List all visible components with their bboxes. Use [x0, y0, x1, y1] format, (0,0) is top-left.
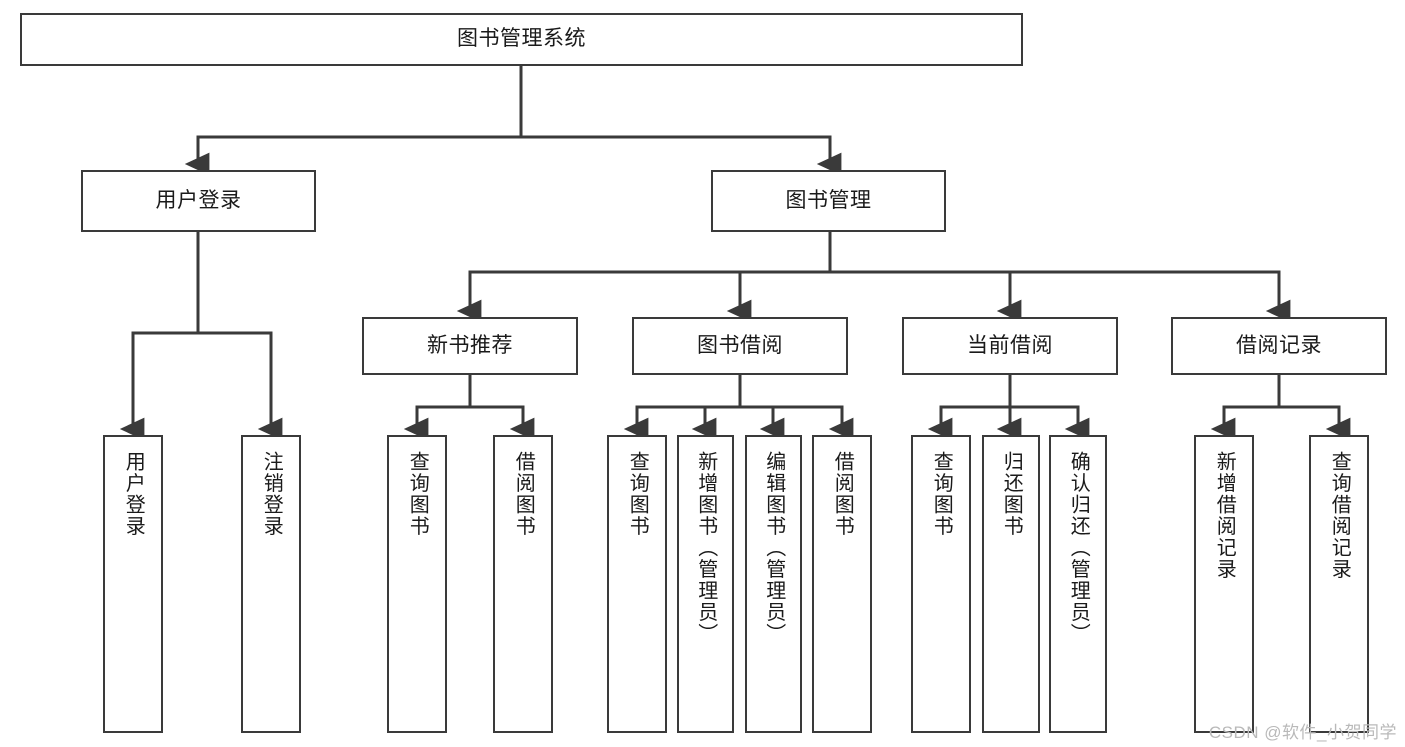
leaf-user-login-label: 用户登录	[122, 451, 145, 537]
leaf-user-login[interactable]: 用户登录	[103, 435, 163, 733]
leaf-add-borrow-record[interactable]: 新增借阅记录	[1194, 435, 1254, 733]
leaf-query-book-current-label: 查询图书	[930, 451, 953, 537]
leaf-borrow-book-borrow-label: 借阅图书	[831, 451, 854, 537]
leaf-user-logout-label: 注销登录	[260, 451, 283, 537]
leaf-query-book-borrow[interactable]: 查询图书	[607, 435, 667, 733]
node-new-book-recommend[interactable]: 新书推荐	[362, 317, 578, 375]
leaf-borrow-book-newbook-label: 借阅图书	[512, 451, 535, 537]
node-user-login-label: 用户登录	[155, 188, 242, 212]
node-current-borrow[interactable]: 当前借阅	[902, 317, 1118, 375]
leaf-query-book-newbook-label: 查询图书	[406, 451, 429, 537]
leaf-query-book-borrow-label: 查询图书	[626, 451, 649, 537]
node-user-login[interactable]: 用户登录	[81, 170, 316, 232]
node-book-management-label: 图书管理	[785, 188, 872, 212]
node-book-management[interactable]: 图书管理	[711, 170, 946, 232]
leaf-query-borrow-record-label: 查询借阅记录	[1328, 451, 1351, 580]
leaf-confirm-return-admin[interactable]: 确认归还（管理员）	[1049, 435, 1107, 733]
leaf-user-logout[interactable]: 注销登录	[241, 435, 301, 733]
node-root[interactable]: 图书管理系统	[20, 13, 1023, 66]
leaf-query-borrow-record[interactable]: 查询借阅记录	[1309, 435, 1369, 733]
node-book-borrow-label: 图书借阅	[697, 333, 783, 357]
leaf-confirm-return-admin-label: 确认归还（管理员）	[1067, 451, 1090, 645]
node-borrow-record[interactable]: 借阅记录	[1171, 317, 1387, 375]
node-root-label: 图书管理系统	[457, 27, 586, 51]
leaf-add-book-admin[interactable]: 新增图书（管理员）	[677, 435, 734, 733]
node-borrow-record-label: 借阅记录	[1236, 333, 1322, 357]
leaf-add-borrow-record-label: 新增借阅记录	[1213, 451, 1236, 580]
leaf-edit-book-admin[interactable]: 编辑图书（管理员）	[745, 435, 802, 733]
leaf-edit-book-admin-label: 编辑图书（管理员）	[762, 451, 785, 645]
leaf-borrow-book-borrow[interactable]: 借阅图书	[812, 435, 872, 733]
leaf-query-book-newbook[interactable]: 查询图书	[387, 435, 447, 733]
leaf-query-book-current[interactable]: 查询图书	[911, 435, 971, 733]
leaf-return-book-label: 归还图书	[1000, 451, 1023, 537]
node-book-borrow[interactable]: 图书借阅	[632, 317, 848, 375]
leaf-add-book-admin-label: 新增图书（管理员）	[694, 451, 717, 645]
node-new-book-recommend-label: 新书推荐	[427, 333, 513, 357]
leaf-borrow-book-newbook[interactable]: 借阅图书	[493, 435, 553, 733]
node-current-borrow-label: 当前借阅	[967, 333, 1053, 357]
leaf-return-book[interactable]: 归还图书	[982, 435, 1040, 733]
